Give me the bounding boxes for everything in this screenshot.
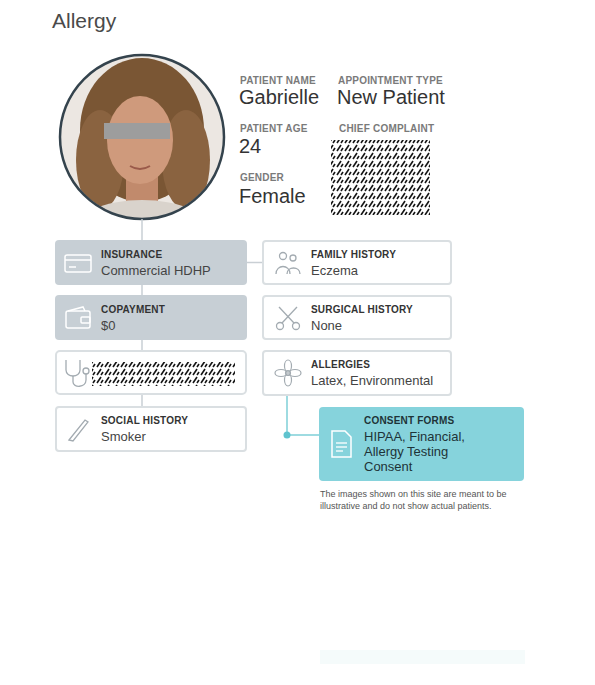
tree-line bbox=[141, 340, 143, 351]
box-value: Commercial HDHP bbox=[101, 263, 239, 278]
connector-dot bbox=[284, 432, 291, 439]
box-icon bbox=[273, 248, 303, 278]
box-text: CONSENT FORMS HIPAA, Financial, Allergy T… bbox=[364, 414, 499, 474]
connector bbox=[247, 262, 262, 264]
connector bbox=[141, 285, 143, 295]
box-heading: CONSENT FORMS bbox=[364, 414, 499, 427]
consent-box: CONSENT FORMS HIPAA, Financial, Allergy T… bbox=[319, 407, 524, 481]
box-heading: SOCIAL HISTORY bbox=[101, 414, 239, 427]
box-icon bbox=[273, 303, 303, 333]
face bbox=[107, 96, 173, 184]
copayment-box: COPAYMENT $0 bbox=[55, 295, 247, 340]
history-box: SOCIAL HISTORY Smoker bbox=[55, 406, 247, 452]
box-heading: COPAYMENT bbox=[101, 303, 239, 316]
tree-line bbox=[141, 219, 143, 240]
caption: The images shown on this site are meant … bbox=[320, 488, 545, 512]
field-value: 24 bbox=[239, 134, 261, 158]
box-icon bbox=[63, 303, 93, 333]
field-value: Female bbox=[239, 184, 306, 208]
box-heading: SURGICAL HISTORY bbox=[311, 303, 444, 316]
page-title: Allergy bbox=[52, 8, 116, 34]
box-heading: ALLERGIES bbox=[311, 358, 444, 371]
redacted-box bbox=[56, 351, 246, 394]
connector bbox=[287, 396, 319, 435]
box-text: ALLERGIES Latex, Environmental bbox=[311, 358, 444, 388]
box-heading: FAMILY HISTORY bbox=[311, 248, 444, 261]
allergies-box: ALLERGIES Latex, Environmental bbox=[262, 350, 452, 396]
box-heading: INSURANCE bbox=[101, 248, 239, 261]
field-value: Gabrielle bbox=[239, 85, 319, 109]
box-icon bbox=[326, 429, 356, 459]
history-box: FAMILY HISTORY Eczema bbox=[262, 240, 452, 285]
box-value: Eczema bbox=[311, 263, 444, 278]
field-value: New Patient bbox=[337, 85, 445, 109]
stethoscope-icon bbox=[66, 360, 89, 386]
box-text: INSURANCE Commercial HDHP bbox=[101, 248, 239, 278]
box-value: Latex, Environmental bbox=[311, 373, 444, 388]
field-heading: GENDER bbox=[240, 171, 284, 184]
box-value: Smoker bbox=[101, 429, 239, 444]
box-value: HIPAA, Financial, Allergy Testing Consen… bbox=[364, 429, 499, 474]
mouth bbox=[130, 166, 150, 169]
box-text: FAMILY HISTORY Eczema bbox=[311, 248, 444, 278]
insurance-box: INSURANCE Commercial HDHP bbox=[55, 240, 247, 285]
reflection bbox=[320, 650, 525, 664]
box-value: $0 bbox=[101, 318, 239, 333]
redacted-pattern bbox=[331, 140, 430, 215]
field-heading: PATIENT AGE bbox=[240, 122, 308, 135]
redacted-pattern bbox=[92, 362, 235, 386]
photo-border bbox=[60, 55, 224, 219]
box-text: SOCIAL HISTORY Smoker bbox=[101, 414, 239, 444]
patient-photo bbox=[60, 55, 224, 264]
photo-ground bbox=[60, 55, 224, 219]
box-text: SURGICAL HISTORY None bbox=[311, 303, 444, 333]
field-heading: APPOINTMENT TYPE bbox=[338, 74, 443, 87]
box-text: COPAYMENT $0 bbox=[101, 303, 239, 333]
box-icon bbox=[273, 358, 303, 388]
box-value: None bbox=[311, 318, 444, 333]
history-box: SURGICAL HISTORY None bbox=[262, 295, 452, 340]
box-icon bbox=[63, 248, 93, 278]
box-icon bbox=[63, 414, 93, 444]
field-heading: PATIENT NAME bbox=[240, 74, 316, 87]
field-heading: CHIEF COMPLAINT bbox=[339, 122, 434, 135]
eye-redaction-bar bbox=[104, 123, 170, 139]
redacted-box-outline bbox=[56, 351, 246, 394]
